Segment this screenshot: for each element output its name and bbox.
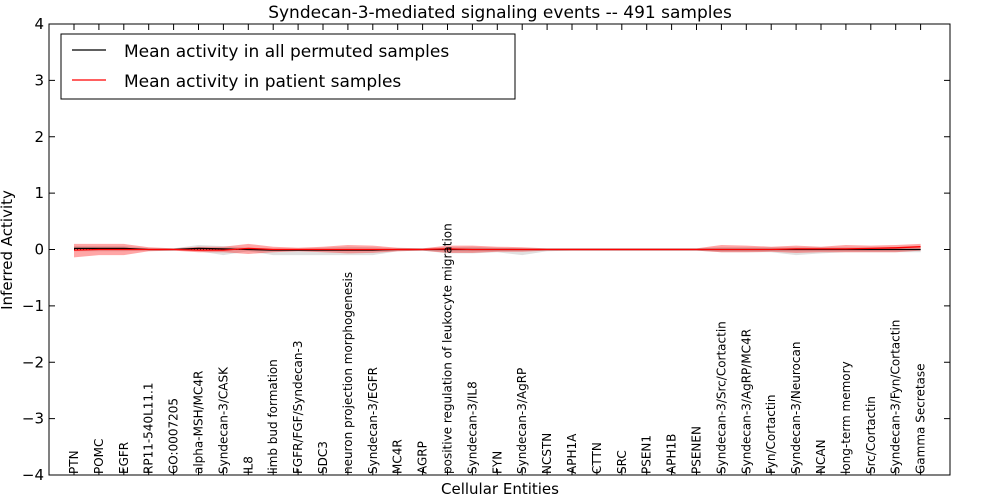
chart-title: Syndecan-3-mediated signaling events -- … [268,3,732,23]
x-tick-label: long-term memory [839,361,853,474]
x-tick-label: alpha-MSH/MC4R [192,371,206,474]
x-tick-label: limb bud formation [266,359,280,474]
y-tick-label: 4 [34,15,44,33]
x-tick-label: SRC [615,450,629,474]
x-tick-label: PTN [67,450,81,474]
x-tick-label: PSENEN [690,426,704,474]
x-tick-label: APH1B [665,434,679,474]
x-tick-label: Syndecan-3/AgRP/MC4R [739,329,753,474]
series-lines [73,246,921,251]
x-axis: PTN POMC EGFR RP11-540L11.1 GO:0007205 alpha-… [67,24,928,475]
y-tick-label: 2 [34,128,44,146]
x-tick-label: FYN [490,451,504,474]
legend-label-permuted: Mean activity in all permuted samples [124,42,449,62]
x-tick-label: GO:0007205 [167,398,181,474]
x-tick-label: Syndecan-3/Fyn/Cortactin [889,320,903,474]
y-axis-label: Inferred Activity [0,190,16,310]
band-series-1 [74,243,921,258]
x-tick-label: Syndecan-3/CASK [216,366,230,474]
x-tick-label: positive regulation of leukocyte migrati… [441,223,455,474]
y-axis: 4 3 2 1 0 −1 −2 −3 −4 [22,15,950,484]
y-tick-label: 1 [34,184,44,202]
x-tick-label: MC4R [391,439,405,474]
y-tick-label: −1 [22,297,44,315]
x-tick-label: IL8 [241,456,255,474]
x-tick-label: RP11-540L11.1 [142,383,156,474]
legend-label-patient: Mean activity in patient samples [124,72,401,92]
x-tick-label: PSEN1 [640,435,654,474]
y-tick-label: −2 [22,353,44,371]
series-line-1 [73,246,921,251]
y-tick-label: 0 [34,241,44,259]
x-tick-label: NCSTN [540,433,554,474]
x-tick-label: Syndecan-3/EGFR [366,367,380,474]
x-tick-label: SDC3 [316,441,330,474]
x-tick-label: neuron projection morphogenesis [341,272,355,474]
x-tick-label: NCAN [814,439,828,474]
y-tick-label: −4 [22,466,44,484]
x-tick-label: EGFR [117,442,131,474]
x-tick-label: Syndecan-3/Neurocan [789,342,803,474]
x-tick-label: Fyn/Cortactin [764,394,778,474]
x-tick-label: Syndecan-3/Src/Cortactin [714,321,728,474]
x-tick-label: AGRP [416,441,430,474]
x-axis-label: Cellular Entities [441,480,559,498]
x-tick-label: Gamma Secretase [914,363,928,474]
x-tick-label: Src/Cortactin [864,396,878,474]
x-tick-label: Syndecan-3/IL8 [465,381,479,474]
x-tick-label: APH1A [565,433,579,474]
x-tick-label: FGFR/FGF/Syndecan-3 [291,341,305,474]
x-tick-label: POMC [92,439,106,474]
legend: Mean activity in all permuted samples Me… [60,33,516,100]
y-tick-label: −3 [22,410,44,428]
x-tick-label: Syndecan-3/AgRP [515,368,529,474]
legend-box [60,33,516,100]
x-tick-label: CTTN [590,442,604,474]
y-tick-label: 3 [34,71,44,89]
